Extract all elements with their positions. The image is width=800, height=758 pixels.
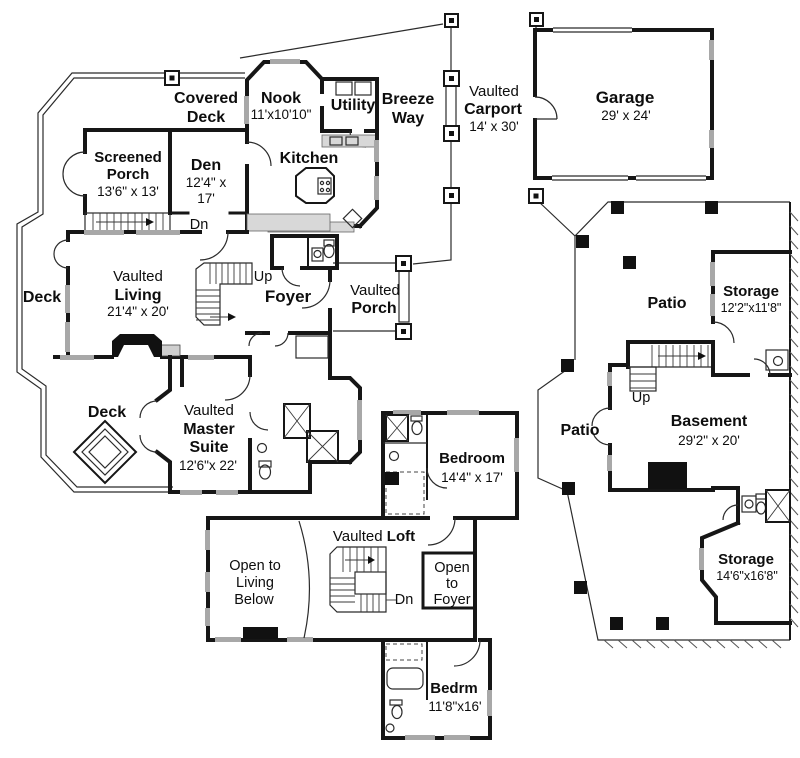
powder-room — [270, 234, 339, 287]
label-bedrm: Bedrm — [430, 680, 478, 697]
living-room-walls — [53, 230, 252, 387]
shower — [385, 414, 409, 442]
label-open-living: Open to — [229, 558, 281, 574]
storage-upper-walls — [710, 250, 792, 377]
label-bedrm-dims: 11'8"x16' — [428, 699, 481, 714]
porch-posts — [164, 12, 544, 340]
open-to-foyer-box — [421, 551, 477, 610]
label-carport-dims: 14' x 30' — [469, 119, 518, 134]
basement-walls — [591, 340, 740, 492]
label-storage-upper: Storage — [723, 283, 779, 300]
deck-outline — [16, 23, 444, 493]
label-up-basement: Up — [632, 390, 651, 406]
label-master-2: Suite — [189, 439, 228, 456]
label-den-dims-2: 17' — [197, 191, 215, 206]
label-storage-upper-dims: 12'2"x11'8" — [721, 301, 782, 315]
label-patio-lower: Patio — [560, 422, 599, 439]
label-breeze-way: Breeze — [382, 91, 435, 108]
label-living-prefix: Vaulted — [113, 268, 163, 285]
label-basement: Basement — [671, 413, 748, 430]
label-covered-deck-2: Deck — [187, 109, 225, 126]
master-suite-walls — [139, 355, 362, 495]
label-breeze-way-2: Way — [392, 110, 424, 127]
label-carport: Carport — [464, 101, 522, 118]
den-walls — [168, 128, 272, 234]
label-screened-porch-dims: 13'6" x 13' — [97, 184, 159, 199]
label-up-main: Up — [254, 269, 273, 285]
label-patio-upper: Patio — [647, 295, 686, 312]
label-covered-deck: Covered — [174, 90, 238, 107]
kitchen-island — [295, 167, 335, 204]
patio-posts — [561, 201, 718, 630]
label-open-living-3: Below — [234, 592, 274, 608]
label-garage-dims: 29' x 24' — [601, 108, 650, 123]
loft-stairs — [329, 546, 396, 613]
loft-fireplace — [243, 627, 278, 639]
kitchen-walls — [246, 129, 379, 233]
label-den-dims: 12'4" x — [186, 175, 227, 190]
closet — [385, 643, 423, 661]
loft-curve — [298, 520, 311, 639]
label-open-foyer: Open — [434, 560, 469, 576]
label-carport-prefix: Vaulted — [469, 83, 519, 100]
basement-fireplace — [648, 462, 687, 489]
label-storage-lower: Storage — [718, 551, 774, 568]
label-open-foyer-2: to — [446, 576, 458, 592]
label-living-dims: 21'4" x 20' — [107, 304, 169, 319]
label-dn-main: Dn — [190, 217, 209, 233]
label-nook: Nook — [261, 90, 301, 107]
label-bedroom-dims: 14'4" x 17' — [441, 470, 503, 485]
closet-bay — [331, 376, 362, 465]
bedrm-walls — [381, 638, 492, 740]
label-living: Living — [114, 287, 161, 304]
label-master-dims: 12'6"x 22' — [179, 458, 237, 473]
label-master: Master — [183, 421, 235, 438]
shower — [283, 403, 311, 439]
label-basement-dims: 29'2" x 20' — [678, 433, 740, 448]
label-deck-lower: Deck — [88, 404, 126, 421]
storage-lower-walls — [699, 486, 792, 625]
loft-walls — [205, 516, 477, 642]
hot-tub — [72, 419, 138, 485]
label-open-living-2: Living — [236, 575, 274, 591]
label-bedroom: Bedroom — [439, 450, 505, 467]
label-loft: Vaulted Loft — [333, 528, 415, 545]
label-porch: Porch — [351, 300, 396, 317]
patio-outline — [537, 201, 799, 649]
bathtub — [386, 667, 424, 690]
label-open-foyer-3: Foyer — [433, 592, 470, 608]
tub — [306, 430, 339, 463]
label-kitchen: Kitchen — [280, 150, 339, 167]
main-stairs — [195, 262, 253, 326]
label-dn-loft: Dn — [395, 592, 414, 608]
label-screened-porch: Screened — [94, 149, 162, 166]
bedroom-walls — [381, 410, 519, 520]
label-garage: Garage — [596, 88, 655, 107]
label-porch-prefix: Vaulted — [350, 282, 400, 299]
label-utility: Utility — [331, 97, 376, 114]
label-storage-lower-dims: 14'6"x16'8" — [716, 569, 778, 583]
label-deck-side: Deck — [23, 289, 61, 306]
foyer-walls — [245, 266, 332, 380]
label-screened-porch-2: Porch — [107, 166, 150, 183]
garage-walls — [533, 26, 714, 182]
closet — [385, 471, 425, 515]
label-master-prefix: Vaulted — [184, 402, 234, 419]
nook-utility-walls — [244, 59, 379, 148]
shower — [765, 489, 791, 523]
hallway-floor — [246, 213, 331, 232]
label-foyer: Foyer — [265, 287, 312, 306]
label-den: Den — [191, 157, 221, 174]
label-nook-dims: 11'x10'10" — [251, 107, 312, 122]
